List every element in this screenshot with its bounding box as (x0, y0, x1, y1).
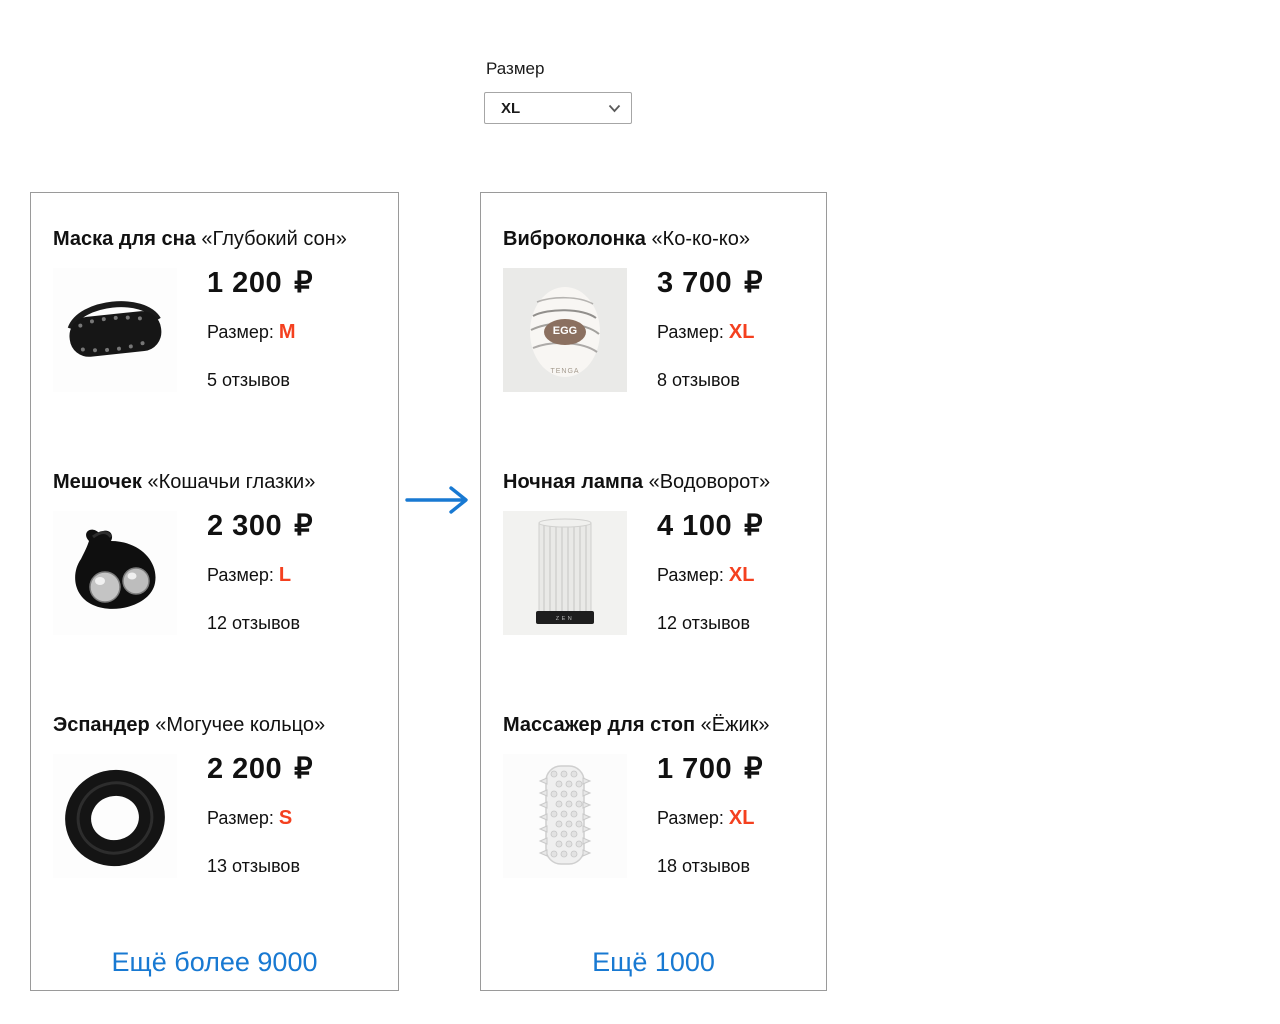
size-label: Размер: (207, 565, 274, 585)
product-subtitle: «Глубокий сон» (201, 228, 347, 250)
product-price: 3 700 (657, 267, 733, 299)
product-price-line: 2 300 ₽ (207, 511, 313, 541)
product-size-line: Размер:XL (657, 320, 763, 344)
product-price: 1 200 (207, 267, 283, 299)
sleep-mask-image (53, 268, 177, 392)
product-price: 4 100 (657, 510, 733, 542)
ruble-sign: ₽ (294, 510, 314, 542)
product-price-line: 3 700 ₽ (657, 268, 763, 298)
black-ring-image (53, 754, 177, 878)
panel-after: Виброколонка «Ко-ко-ко» EGG TENGA (480, 192, 827, 991)
product-size: S (278, 807, 293, 829)
product-reviews: 5 отзывов (207, 370, 290, 390)
product-size-line: Размер:XL (657, 806, 763, 830)
product-name: Массажер для стоп (503, 714, 696, 736)
size-label: Размер: (207, 322, 274, 342)
product-reviews: 13 отзывов (207, 856, 301, 876)
product-title: Ночная лампа «Водоворот» (481, 470, 826, 495)
product-subtitle: «Ко-ко-ко» (651, 228, 750, 250)
product-price-line: 4 100 ₽ (657, 511, 763, 541)
pouch-image (53, 511, 177, 635)
spiky-sleeve-image (503, 754, 627, 878)
product-price-line: 1 700 ₽ (657, 754, 763, 784)
product-title: Массажер для стоп «Ёжик» (481, 713, 826, 738)
right-arrow-icon (405, 486, 468, 514)
product-card[interactable]: Маска для сна «Глубокий сон» (31, 227, 398, 392)
egg-image: EGG TENGA (503, 268, 627, 392)
lamp-brand-text: ZEN (556, 616, 575, 622)
product-name: Маска для сна (53, 228, 196, 250)
product-info: 4 100 ₽ Размер:XL 12 отзывов (657, 511, 763, 635)
product-size-line: Размер:L (207, 563, 313, 587)
ruble-sign: ₽ (294, 753, 314, 785)
size-select-value: XL (501, 99, 521, 117)
chevron-down-icon (608, 104, 621, 112)
product-card[interactable]: Массажер для стоп «Ёжик» (481, 713, 826, 878)
product-info: 2 200 ₽ Размер:S 13 отзывов (207, 754, 313, 878)
product-info: 1 200 ₽ Размер:M 5 отзывов (207, 268, 313, 392)
product-name: Виброколонка (503, 228, 646, 250)
size-label: Размер: (657, 808, 724, 828)
size-label: Размер: (207, 808, 274, 828)
ruble-sign: ₽ (744, 510, 764, 542)
product-name: Мешочек (53, 471, 142, 493)
product-title: Виброколонка «Ко-ко-ко» (481, 227, 826, 252)
panel-before: Маска для сна «Глубокий сон» (30, 192, 399, 991)
product-reviews: 12 отзывов (207, 613, 301, 633)
product-size-line: Размер:XL (657, 563, 763, 587)
product-card[interactable]: Эспандер «Могучее кольцо» 2 200 ₽ Размер:… (31, 713, 398, 878)
product-reviews: 12 отзывов (657, 613, 751, 633)
more-link-after[interactable]: Ещё 1000 (592, 947, 715, 977)
product-info: 2 300 ₽ Размер:L 12 отзывов (207, 511, 313, 635)
product-info: 1 700 ₽ Размер:XL 18 отзывов (657, 754, 763, 878)
product-name: Эспандер (53, 714, 150, 736)
product-size: XL (728, 564, 755, 586)
product-name: Ночная лампа (503, 471, 644, 493)
product-subtitle: «Ёжик» (700, 714, 770, 736)
ruble-sign: ₽ (744, 267, 764, 299)
product-price: 2 200 (207, 753, 283, 785)
egg-label-text: EGG (553, 325, 577, 337)
cylinder-lamp-image: ZEN (503, 511, 627, 635)
more-link-before[interactable]: Ещё более 9000 (111, 947, 318, 977)
product-size: L (278, 564, 292, 586)
product-subtitle: «Могучее кольцо» (155, 714, 326, 736)
egg-brand-text: TENGA (550, 368, 579, 375)
product-reviews: 8 отзывов (657, 370, 740, 390)
size-label: Размер: (657, 565, 724, 585)
product-price-line: 1 200 ₽ (207, 268, 313, 298)
size-filter-label: Размер (486, 59, 545, 78)
product-size: M (278, 321, 296, 343)
product-card[interactable]: Ночная лампа «Водоворот» ZEN (481, 470, 826, 635)
product-price: 1 700 (657, 753, 733, 785)
ruble-sign: ₽ (294, 267, 314, 299)
product-title: Маска для сна «Глубокий сон» (31, 227, 398, 252)
product-subtitle: «Водоворот» (648, 471, 771, 493)
size-select[interactable]: XL (484, 92, 632, 124)
ruble-sign: ₽ (744, 753, 764, 785)
product-size-line: Размер:S (207, 806, 313, 830)
product-info: 3 700 ₽ Размер:XL 8 отзывов (657, 268, 763, 392)
product-size: XL (728, 807, 755, 829)
product-size: XL (728, 321, 755, 343)
product-size-line: Размер:M (207, 320, 313, 344)
product-price: 2 300 (207, 510, 283, 542)
transform-arrow (403, 478, 479, 522)
product-title: Эспандер «Могучее кольцо» (31, 713, 398, 738)
product-card[interactable]: Мешочек «Кошачьи глазки» 2 300 ₽ (31, 470, 398, 635)
product-subtitle: «Кошачьи глазки» (147, 471, 316, 493)
product-price-line: 2 200 ₽ (207, 754, 313, 784)
product-reviews: 18 отзывов (657, 856, 751, 876)
product-card[interactable]: Виброколонка «Ко-ко-ко» EGG TENGA (481, 227, 826, 392)
size-label: Размер: (657, 322, 724, 342)
product-title: Мешочек «Кошачьи глазки» (31, 470, 398, 495)
